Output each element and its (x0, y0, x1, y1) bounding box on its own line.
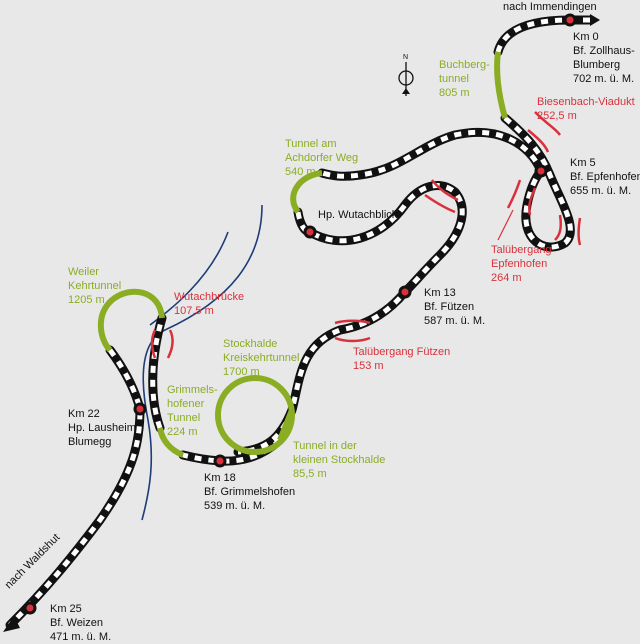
name: Bf. Epfenhofen (570, 171, 640, 183)
altitude: 587 m. ü. M. (424, 315, 486, 327)
km: Km 25 (50, 603, 82, 615)
station-zollhaus[interactable]: Km 0 Bf. Zollhaus- Blumberg 702 m. ü. M. (573, 30, 635, 86)
name: Bf. Grimmelshofen (204, 486, 296, 498)
km: Km 13 (424, 287, 456, 299)
altitude: 471 m. ü. M. (50, 631, 112, 643)
name: Bf. Zollhaus- (573, 45, 635, 57)
station-marker[interactable] (398, 285, 412, 299)
station-weizen[interactable]: Km 25 Bf. Weizen 471 m. ü. M. (50, 602, 111, 644)
station-marker[interactable] (534, 164, 548, 178)
altitude: 702 m. ü. M. (573, 73, 635, 85)
station-grimmelshofen[interactable]: Km 18 Bf. Grimmelshofen 539 m. ü. M. (204, 471, 295, 513)
tunnel-achdorfer-weg (290, 170, 323, 214)
altitude: 655 m. ü. M. (570, 185, 632, 197)
km: Km 5 (570, 157, 596, 169)
station-wutachblick[interactable]: Hp. Wutachblick (318, 209, 398, 221)
tunnel-weiler (97, 288, 165, 353)
station-epfenhofen[interactable]: Km 5 Bf. Epfenhofen 655 m. ü. M. (570, 156, 640, 198)
railway-track (3, 14, 600, 632)
station-marker[interactable] (133, 402, 147, 416)
name: Bf. Weizen (50, 617, 103, 629)
station-marker[interactable] (23, 601, 37, 615)
stations (23, 13, 577, 615)
altitude: 539 m. ü. M. (204, 500, 266, 512)
river-wutach (141, 204, 263, 521)
tunnel-grimmelshofen (157, 427, 185, 458)
direction-north: nach Immendingen (503, 1, 597, 13)
km: Km 22 (68, 408, 100, 420)
arrow-south-icon (3, 616, 20, 632)
station-marker[interactable] (563, 13, 577, 27)
name: Hp. Lausheim (68, 422, 136, 434)
km: Km 0 (573, 31, 599, 43)
station-marker[interactable] (303, 225, 317, 239)
station-fuetzen[interactable]: Km 13 Bf. Fützen 587 m. ü. M. (424, 286, 485, 328)
station-marker[interactable] (213, 454, 227, 468)
name: Bf. Fützen (424, 301, 475, 313)
tunnel-stockhalde (215, 375, 295, 455)
compass-icon (398, 62, 414, 96)
km: Km 18 (204, 472, 236, 484)
arrow-north-icon (590, 14, 600, 26)
tunnel-buchberg (494, 51, 508, 119)
name: Blumegg (68, 436, 112, 448)
compass-label: N (403, 54, 409, 61)
bridges (150, 111, 582, 359)
name: Blumberg (573, 59, 621, 71)
tunnel-kleine-stockhalde (277, 408, 295, 442)
